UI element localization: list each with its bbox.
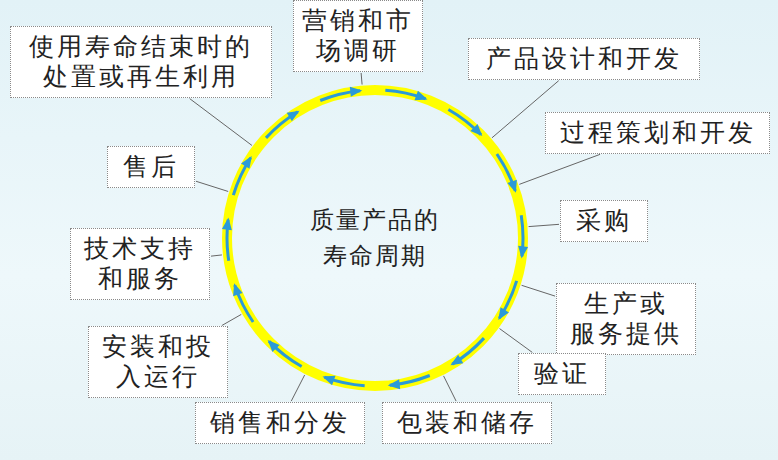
- stage-label: 生产或 服务提供: [565, 289, 687, 349]
- flow-arrowhead: [350, 87, 362, 97]
- stage-box: 采购: [560, 200, 648, 242]
- stage-box: 技术支持 和服务: [70, 228, 210, 300]
- leader-line: [522, 285, 555, 296]
- stage-label: 验证: [527, 359, 597, 389]
- leader-line: [291, 375, 304, 401]
- stage-box: 包装和储存: [382, 402, 552, 444]
- flow-arrowhead: [518, 246, 528, 259]
- stage-label: 包装和储存: [391, 408, 543, 438]
- stage-label: 售后: [116, 152, 186, 182]
- flow-arrowhead: [415, 91, 428, 100]
- stage-box: 使用寿命结束时的 处置或再生利用: [10, 26, 272, 98]
- leader-line: [211, 255, 222, 256]
- stage-label: 销售和分发: [204, 408, 356, 438]
- ring-outline: [220, 83, 530, 393]
- stage-box: 验证: [518, 353, 606, 395]
- leader-line: [519, 154, 600, 184]
- stage-box: 安装和投 入运行: [88, 326, 228, 398]
- stage-box: 售后: [107, 146, 195, 188]
- flow-arrowhead: [450, 355, 463, 366]
- lifecycle-ring: 质量产品的 寿命周期: [220, 83, 530, 393]
- leader-line: [444, 376, 457, 401]
- leader-line: [222, 314, 241, 325]
- yellow-ring: [227, 90, 523, 386]
- stage-label: 安装和投 入运行: [97, 332, 219, 392]
- stage-box: 生产或 服务提供: [556, 283, 696, 355]
- leader-line: [361, 73, 363, 85]
- flow-arrowhead: [323, 376, 336, 385]
- flow-arrowhead: [498, 307, 509, 320]
- stage-box: 产品设计和开发: [468, 38, 700, 80]
- flow-arrowhead: [268, 340, 280, 352]
- stage-label: 产品设计和开发: [477, 44, 691, 74]
- stage-box: 营销和市 场调研: [293, 0, 423, 72]
- leader-line: [500, 329, 533, 353]
- stage-label: 技术支持 和服务: [79, 234, 201, 294]
- flow-arrowhead: [507, 180, 516, 193]
- stage-label: 过程策划和开发: [554, 118, 761, 148]
- flow-arrowhead: [241, 156, 252, 169]
- stage-box: 过程策划和开发: [545, 112, 770, 154]
- stage-label: 使用寿命结束时的 处置或再生利用: [19, 32, 263, 92]
- flow-arrowhead: [233, 283, 242, 296]
- flow-arrowhead: [287, 111, 300, 122]
- stage-label: 营销和市 场调研: [302, 6, 414, 66]
- flow-arrowhead: [222, 218, 232, 231]
- stage-label: 采购: [569, 206, 639, 236]
- leader-line: [529, 224, 559, 226]
- center-title: 质量产品的 寿命周期: [305, 202, 445, 274]
- flow-arrowhead: [388, 379, 400, 389]
- leader-line: [196, 181, 228, 191]
- stage-box: 销售和分发: [195, 402, 365, 444]
- flow-arrowhead: [470, 124, 482, 136]
- leader-line: [190, 99, 252, 146]
